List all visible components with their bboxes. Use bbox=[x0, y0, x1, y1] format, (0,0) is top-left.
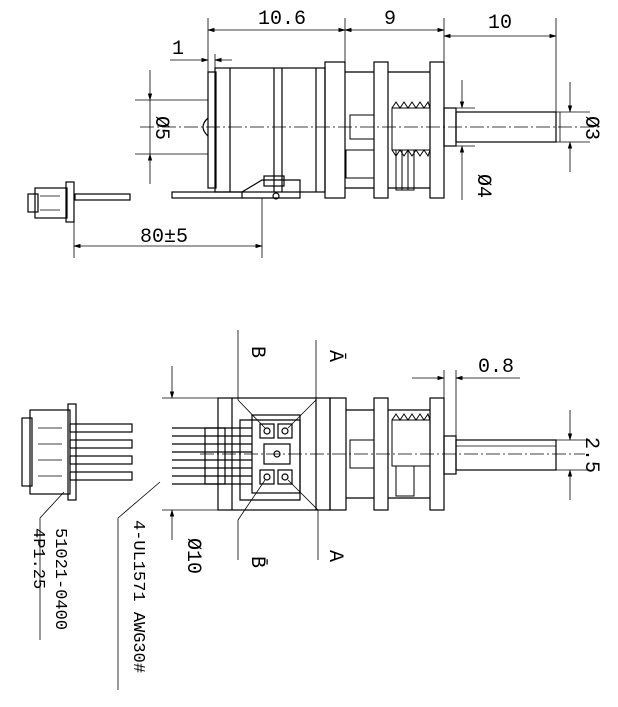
dim-shaft-diameter: Ø3 bbox=[579, 116, 602, 140]
dim-body-length: 10.6 bbox=[258, 8, 306, 31]
dim-bearing-diameter: Ø4 bbox=[471, 174, 494, 198]
dim-flat-offset: 0.8 bbox=[478, 356, 514, 379]
label-a-bar: Ā bbox=[323, 350, 347, 362]
side-connector bbox=[21, 403, 77, 501]
dim-flat-width: 2.5 bbox=[579, 437, 602, 473]
top-output-shaft bbox=[443, 107, 561, 147]
label-a: A bbox=[323, 550, 346, 562]
terminal-a-bar bbox=[281, 427, 289, 435]
dim-body-diameter: Ø10 bbox=[181, 538, 204, 574]
side-dimensions bbox=[39, 330, 590, 690]
side-view: B Ā B̄ A 0.8 2.5 Ø10 4-UL1571 AWG30# 510… bbox=[21, 330, 602, 690]
side-wires bbox=[69, 423, 252, 485]
dim-cable-length: 80±5 bbox=[140, 226, 188, 249]
terminal-b bbox=[263, 427, 271, 435]
top-gears bbox=[345, 100, 431, 191]
connector-pitch: 4P1.25 bbox=[28, 528, 47, 589]
dim-shaft-length: 10 bbox=[488, 12, 512, 35]
terminal-b-bar bbox=[263, 473, 271, 481]
top-motor-body bbox=[202, 67, 326, 193]
top-cable bbox=[74, 175, 301, 201]
side-output-shaft bbox=[443, 435, 557, 475]
top-dimensions bbox=[73, 18, 590, 258]
top-connector bbox=[27, 181, 75, 223]
connector-part: 51021-0400 bbox=[50, 528, 69, 630]
dim-gearbox-length: 9 bbox=[384, 8, 396, 31]
top-flanges bbox=[324, 61, 445, 199]
top-view: 10.6 9 10 1 Ø5 Ø3 Ø4 80±5 bbox=[27, 8, 602, 258]
dim-flange-offset: 1 bbox=[172, 38, 184, 61]
label-b: B bbox=[245, 346, 268, 358]
side-terminal-block bbox=[251, 414, 301, 494]
label-b-bar: B̄ bbox=[245, 556, 269, 568]
dim-motor-diameter: Ø5 bbox=[149, 116, 172, 140]
wire-spec: 4-UL1571 AWG30# bbox=[128, 520, 147, 673]
terminal-a bbox=[281, 473, 289, 481]
